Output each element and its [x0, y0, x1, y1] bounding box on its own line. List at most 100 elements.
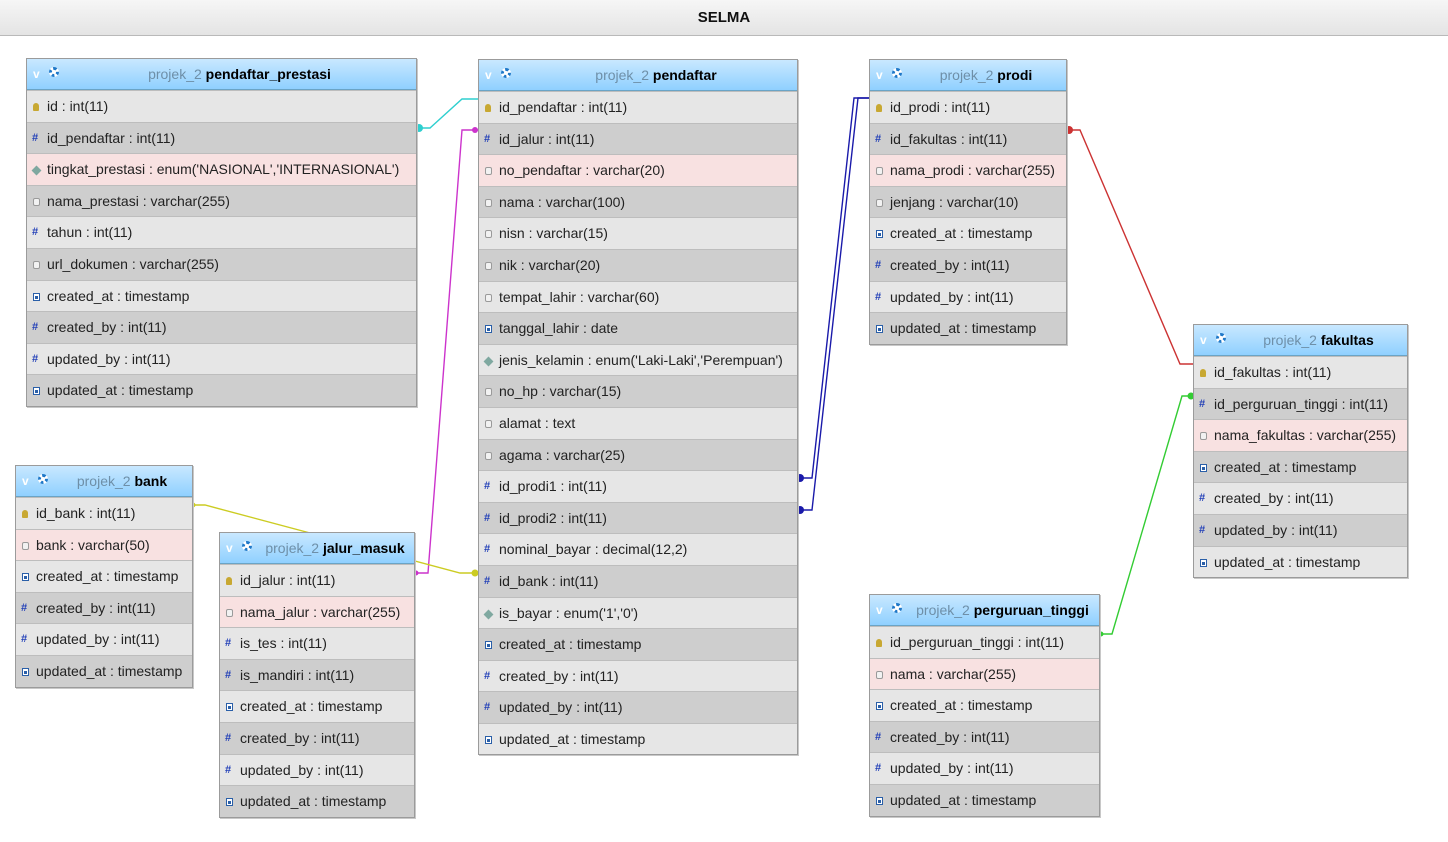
column-row[interactable]: updated_at : timestamp	[479, 722, 797, 755]
column-row[interactable]: created_by : int(11)	[479, 659, 797, 692]
collapse-toggle-icon[interactable]: v	[876, 603, 883, 617]
column-row[interactable]: created_by : int(11)	[870, 720, 1099, 753]
column-row[interactable]: nisn : varchar(15)	[479, 217, 797, 249]
link-endpoint	[796, 506, 804, 514]
column-row[interactable]: updated_by : int(11)	[27, 342, 416, 375]
column-row[interactable]: nama_prodi : varchar(255)	[870, 154, 1066, 186]
column-row[interactable]: is_mandiri : int(11)	[220, 658, 414, 691]
column-row[interactable]: id_pendaftar : int(11)	[27, 121, 416, 154]
column-row[interactable]: updated_by : int(11)	[1194, 513, 1407, 547]
column-row[interactable]: nama_prestasi : varchar(255)	[27, 184, 416, 217]
column-row[interactable]: no_hp : varchar(15)	[479, 375, 797, 407]
column-row[interactable]: tahun : int(11)	[27, 216, 416, 249]
column-row[interactable]: updated_at : timestamp	[1194, 545, 1407, 578]
gear-icon[interactable]	[38, 474, 48, 484]
column-row[interactable]: created_at : timestamp	[220, 690, 414, 722]
numeric-type-icon	[875, 124, 884, 156]
column-row[interactable]: tempat_lahir : varchar(60)	[479, 280, 797, 313]
datetime-type-icon	[876, 230, 883, 239]
column-row[interactable]: updated_by : int(11)	[870, 752, 1099, 785]
column-row[interactable]: no_pendaftar : varchar(20)	[479, 154, 797, 186]
gear-icon[interactable]	[1216, 333, 1226, 343]
column-row[interactable]: updated_at : timestamp	[16, 654, 192, 687]
column-row[interactable]: id_prodi : int(11)	[870, 91, 1066, 123]
column-row[interactable]: id_pendaftar : int(11)	[479, 91, 797, 123]
column-label: id_bank : int(11)	[36, 505, 136, 521]
column-row[interactable]: created_at : timestamp	[16, 560, 192, 592]
column-row[interactable]: tanggal_lahir : date	[479, 312, 797, 344]
collapse-toggle-icon[interactable]: v	[485, 68, 492, 82]
column-row[interactable]: id_fakultas : int(11)	[870, 122, 1066, 156]
column-row[interactable]: is_tes : int(11)	[220, 627, 414, 660]
column-row[interactable]: created_at : timestamp	[870, 689, 1099, 721]
column-row[interactable]: updated_at : timestamp	[220, 785, 414, 817]
column-row[interactable]: updated_by : int(11)	[16, 623, 192, 656]
collapse-toggle-icon[interactable]: v	[226, 541, 233, 555]
column-row[interactable]: id_jalur : int(11)	[220, 564, 414, 596]
column-row[interactable]: nik : varchar(20)	[479, 248, 797, 281]
column-row[interactable]: tingkat_prestasi : enum('NASIONAL','INTE…	[27, 153, 416, 185]
column-row[interactable]: created_at : timestamp	[870, 217, 1066, 249]
column-row[interactable]: id_bank : int(11)	[479, 564, 797, 598]
gear-icon[interactable]	[49, 67, 59, 77]
column-row[interactable]: id_perguruan_tinggi : int(11)	[1194, 387, 1407, 420]
column-row[interactable]: jenjang : varchar(10)	[870, 185, 1066, 218]
column-row[interactable]: updated_by : int(11)	[479, 691, 797, 724]
column-row[interactable]: bank : varchar(50)	[16, 528, 192, 561]
column-row[interactable]: nominal_bayar : decimal(12,2)	[479, 533, 797, 566]
column-row[interactable]: updated_at : timestamp	[27, 374, 416, 406]
collapse-toggle-icon[interactable]: v	[22, 474, 29, 488]
column-row[interactable]: nama : varchar(255)	[870, 657, 1099, 690]
column-row[interactable]: nama : varchar(100)	[479, 185, 797, 218]
column-row[interactable]: id : int(11)	[27, 90, 416, 122]
column-row[interactable]: created_by : int(11)	[1194, 482, 1407, 515]
column-row[interactable]: id_fakultas : int(11)	[1194, 356, 1407, 388]
column-row[interactable]: updated_by : int(11)	[220, 753, 414, 786]
column-label: updated_at : timestamp	[240, 793, 387, 810]
column-row[interactable]: created_by : int(11)	[220, 721, 414, 755]
column-row[interactable]: updated_at : timestamp	[870, 312, 1066, 344]
column-row[interactable]: updated_at : timestamp	[870, 783, 1099, 816]
column-row[interactable]: id_prodi1 : int(11)	[479, 470, 797, 503]
collapse-toggle-icon[interactable]: v	[33, 67, 40, 81]
column-row[interactable]: id_perguruan_tinggi : int(11)	[870, 626, 1099, 658]
gear-icon[interactable]	[501, 68, 511, 78]
column-row[interactable]: jenis_kelamin : enum('Laki-Laki','Peremp…	[479, 343, 797, 376]
column-row[interactable]: nama_fakultas : varchar(255)	[1194, 419, 1407, 451]
gear-icon[interactable]	[892, 603, 902, 613]
column-row[interactable]: alamat : text	[479, 406, 797, 439]
gear-icon[interactable]	[242, 541, 252, 551]
column-row[interactable]: id_prodi2 : int(11)	[479, 501, 797, 534]
collapse-toggle-icon[interactable]: v	[1200, 333, 1207, 347]
column-row[interactable]: created_at : timestamp	[27, 279, 416, 312]
column-row[interactable]: nama_jalur : varchar(255)	[220, 595, 414, 628]
column-row[interactable]: id_bank : int(11)	[16, 497, 192, 529]
column-row[interactable]: created_by : int(11)	[16, 591, 192, 624]
column-row[interactable]: id_jalur : int(11)	[479, 122, 797, 155]
gear-icon[interactable]	[892, 68, 902, 78]
column-row[interactable]: created_by : int(11)	[27, 311, 416, 344]
column-row[interactable]: url_dokumen : varchar(255)	[27, 247, 416, 280]
column-row[interactable]: updated_by : int(11)	[870, 280, 1066, 313]
column-row[interactable]: created_by : int(11)	[870, 248, 1066, 282]
column-label: nama_prodi : varchar(255)	[890, 162, 1055, 179]
collapse-toggle-icon[interactable]: v	[876, 68, 883, 82]
column-row[interactable]: is_bayar : enum('1','0')	[479, 596, 797, 629]
column-row[interactable]: created_at : timestamp	[1194, 450, 1407, 483]
column-row[interactable]: created_at : timestamp	[479, 628, 797, 660]
column-row[interactable]: agama : varchar(25)	[479, 438, 797, 471]
